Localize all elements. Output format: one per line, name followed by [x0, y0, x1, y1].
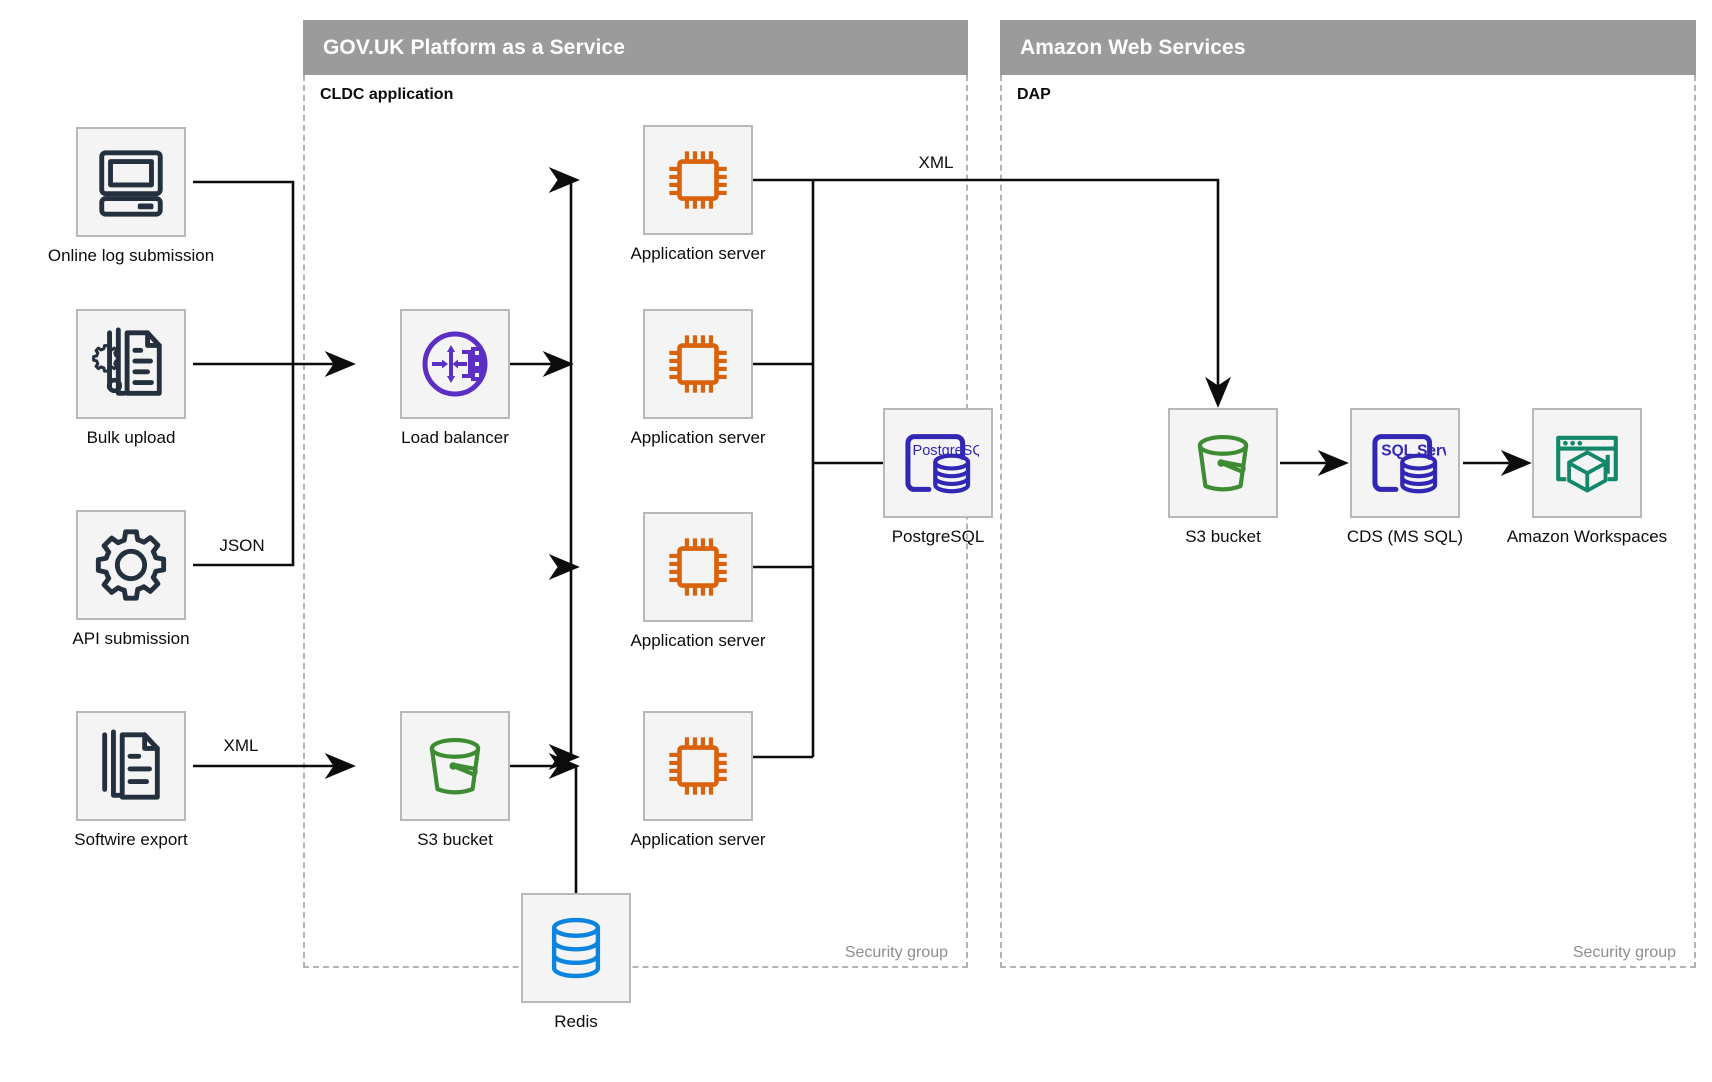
postgresql-icon-text: PostgreSQL [912, 443, 979, 459]
icon-tile-application-server-4 [643, 711, 753, 821]
cpu-chip-icon [661, 327, 735, 401]
group-sublabel-cldc: CLDC application [320, 86, 454, 103]
gear-icon [92, 526, 170, 604]
s3-bucket-icon [418, 729, 492, 803]
node-label-bulk-upload: Bulk upload [86, 428, 176, 447]
load-balancer-icon [415, 324, 495, 404]
node-label-s3-bucket-paas: S3 bucket [417, 830, 493, 849]
redis-database-icon [545, 913, 607, 983]
group-title-aws: Amazon Web Services [1020, 35, 1246, 59]
node-label-amazon-workspaces: Amazon Workspaces [1506, 527, 1668, 546]
icon-tile-cds-ms-sql: SQL Server [1350, 408, 1460, 518]
icon-tile-softwire-export [76, 711, 186, 821]
document-stack-icon [92, 727, 170, 805]
group-header-aws: Amazon Web Services [1000, 20, 1696, 75]
amazon-workspaces-icon [1549, 427, 1625, 499]
documents-gear-icon [92, 325, 170, 403]
node-label-online-log-submission: Online log submission [47, 246, 215, 265]
group-body-aws [1000, 75, 1696, 968]
cpu-chip-icon [661, 143, 735, 217]
postgresql-icon: PostgreSQL [897, 426, 979, 500]
s3-bucket-icon [1186, 426, 1260, 500]
icon-tile-amazon-workspaces [1532, 408, 1642, 518]
group-body-paas [303, 75, 968, 968]
icon-tile-load-balancer [400, 309, 510, 419]
node-label-application-server-2: Application server [630, 428, 766, 447]
node-label-redis: Redis [554, 1012, 598, 1031]
cpu-chip-icon [661, 530, 735, 604]
node-label-application-server-1: Application server [630, 244, 766, 263]
group-header-paas: GOV.UK Platform as a Service [303, 20, 968, 75]
node-label-application-server-3: Application server [630, 631, 766, 650]
edge-label-xml-dap: XML [912, 153, 960, 173]
node-label-postgresql: PostgreSQL [891, 527, 985, 546]
node-label-softwire-export: Softwire export [74, 830, 188, 849]
sql-server-icon: SQL Server [1364, 426, 1446, 500]
group-title-paas: GOV.UK Platform as a Service [323, 35, 625, 59]
icon-tile-application-server-1 [643, 125, 753, 235]
desktop-computer-icon [92, 143, 170, 221]
icon-tile-redis [521, 893, 631, 1003]
security-group-label-paas: Security group [844, 944, 948, 961]
icon-tile-s3-bucket-aws [1168, 408, 1278, 518]
edge-label-json: JSON [213, 536, 271, 556]
icon-tile-bulk-upload [76, 309, 186, 419]
icon-tile-api-submission [76, 510, 186, 620]
icon-tile-postgresql: PostgreSQL [883, 408, 993, 518]
node-label-load-balancer: Load balancer [401, 428, 509, 447]
icon-tile-application-server-3 [643, 512, 753, 622]
node-label-s3-bucket-aws: S3 bucket [1185, 527, 1261, 546]
edge-label-xml-softwire: XML [217, 736, 265, 756]
icon-tile-online-log-submission [76, 127, 186, 237]
cpu-chip-icon [661, 729, 735, 803]
icon-tile-s3-bucket-paas [400, 711, 510, 821]
security-group-label-aws: Security group [1572, 944, 1676, 961]
icon-tile-application-server-2 [643, 309, 753, 419]
node-label-application-server-4: Application server [630, 830, 766, 849]
node-label-cds-ms-sql: CDS (MS SQL) [1346, 527, 1464, 546]
node-label-api-submission: API submission [72, 629, 190, 648]
group-sublabel-dap: DAP [1017, 86, 1051, 103]
